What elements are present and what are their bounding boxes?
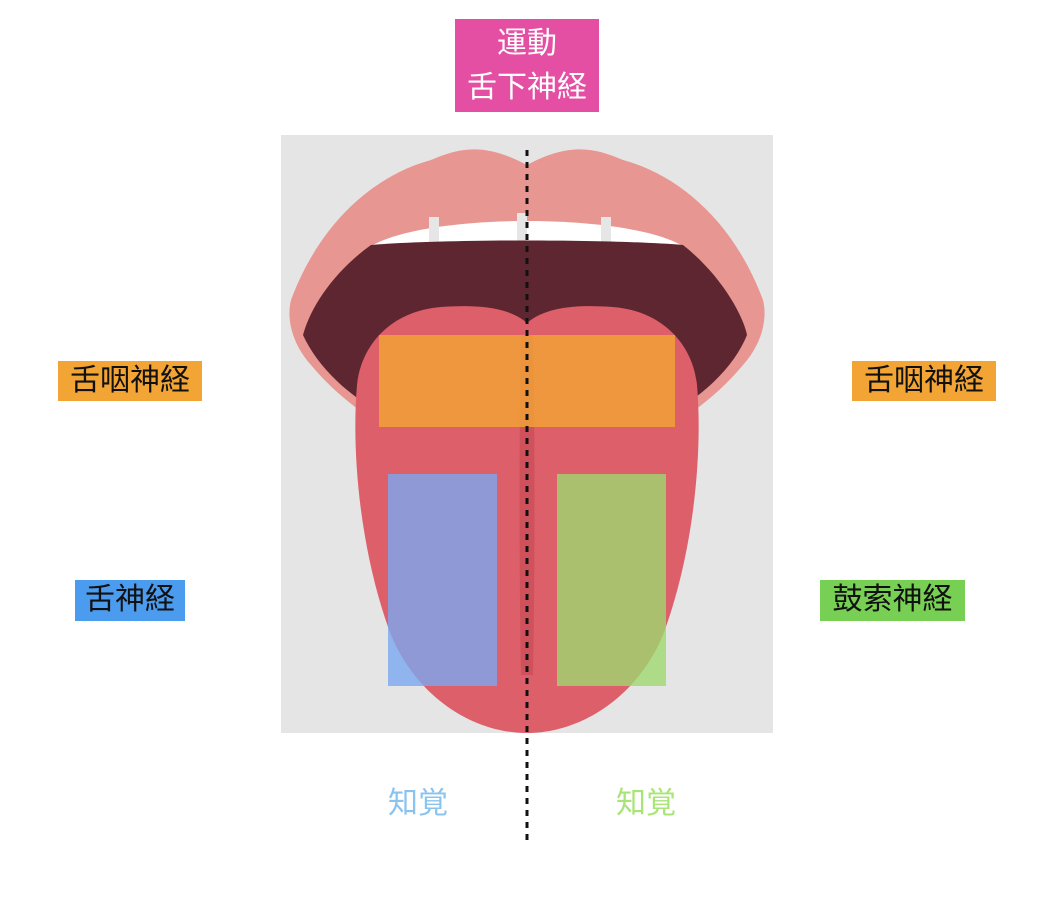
chorda-tympani-region xyxy=(557,474,666,686)
lingual-region xyxy=(388,474,497,686)
tooth-gap-1 xyxy=(429,217,439,247)
left-lingual-label: 舌神経 xyxy=(75,580,185,621)
motor-label-line2: 舌下神経 xyxy=(467,70,587,105)
tooth-gap-3 xyxy=(601,217,611,247)
right-glossopharyngeal-label: 舌咽神経 xyxy=(852,361,996,401)
right-sense-label: 知覚 xyxy=(616,786,676,821)
left-sense-label: 知覚 xyxy=(388,786,448,821)
tongue-illustration xyxy=(281,135,773,733)
motor-label-line1: 運動 xyxy=(497,26,557,61)
motor-hypoglossal-label: 運動 舌下神経 xyxy=(455,19,599,112)
left-glossopharyngeal-label: 舌咽神経 xyxy=(58,361,202,401)
right-chorda-tympani-label: 鼓索神経 xyxy=(820,580,965,621)
tooth-gap-2 xyxy=(517,213,527,247)
glossopharyngeal-region xyxy=(379,335,675,427)
